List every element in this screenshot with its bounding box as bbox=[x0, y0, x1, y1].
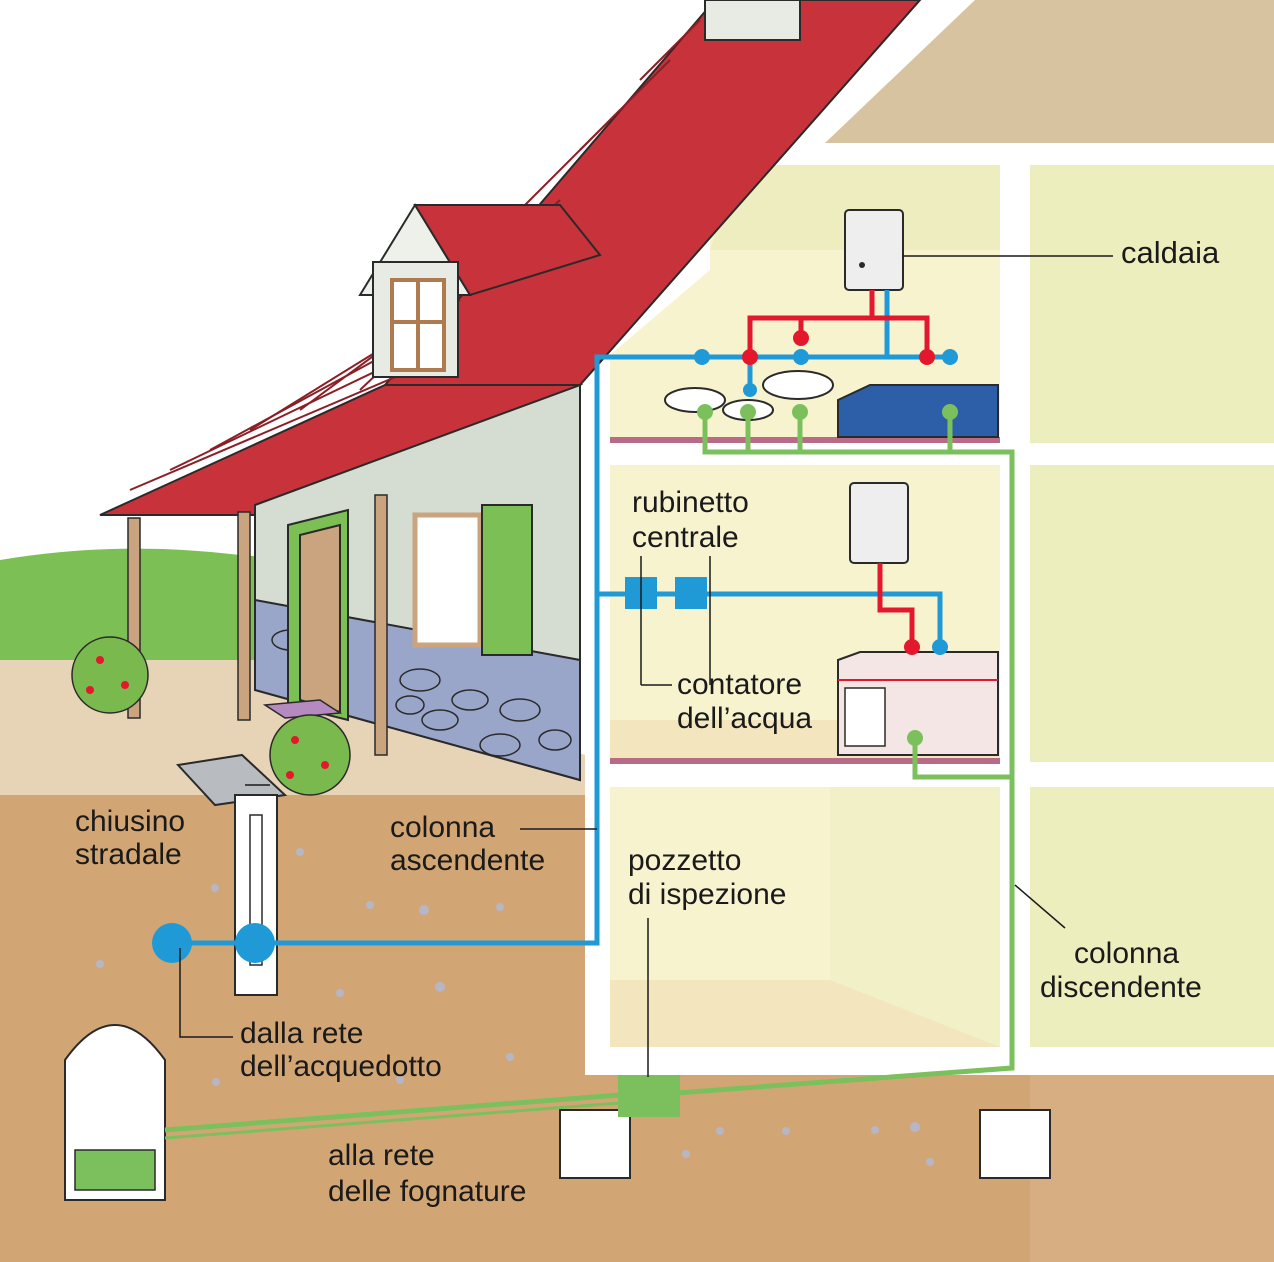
labels: caldaia rubinetto centrale contatore del… bbox=[75, 235, 1220, 1208]
label-chiusino-line1: chiusino bbox=[75, 805, 185, 838]
waste-water-pipes bbox=[164, 412, 1015, 1140]
label-colonna-ascendente-line1: colonna bbox=[390, 811, 495, 844]
label-caldaia: caldaia bbox=[1121, 235, 1220, 270]
front-facade bbox=[127, 383, 581, 782]
label-rubinetto-line1: rubinetto bbox=[632, 486, 749, 519]
roof bbox=[99, 0, 922, 516]
bushes bbox=[71, 636, 351, 796]
leader-lines bbox=[179, 255, 1113, 1077]
house-cutaway bbox=[559, 0, 1274, 1179]
waste-water-nodes bbox=[618, 404, 958, 1117]
label-contatore-line1: contatore bbox=[677, 668, 802, 701]
kitchen-counter bbox=[837, 651, 999, 756]
label-pozzetto-line1: pozzetto bbox=[628, 844, 741, 877]
label-colonna-discendente-line2: discendente bbox=[1040, 971, 1202, 1004]
hot-water-nodes bbox=[742, 330, 935, 655]
label-fognature-line2: delle fognature bbox=[328, 1175, 527, 1208]
ground-section bbox=[0, 795, 1274, 1262]
label-colonna-discendente-line1: colonna bbox=[1074, 937, 1179, 970]
cold-water-nodes bbox=[152, 349, 958, 963]
inspection-well bbox=[618, 1075, 680, 1117]
label-contatore-line2: dell’acqua bbox=[677, 702, 812, 735]
label-fognature-line1: alla rete bbox=[328, 1139, 435, 1172]
label-acquedotto-line2: dell’acquedotto bbox=[240, 1050, 442, 1083]
bathroom-fixtures bbox=[664, 370, 999, 438]
label-rubinetto-line2: centrale bbox=[632, 521, 739, 554]
label-pozzetto-line2: di ispezione bbox=[628, 878, 786, 911]
sewer-tank bbox=[64, 1024, 166, 1201]
label-acquedotto-line1: dalla rete bbox=[240, 1017, 363, 1050]
boiler-upper bbox=[844, 209, 904, 291]
label-chiusino-line2: stradale bbox=[75, 838, 182, 871]
hot-water-pipes bbox=[747, 290, 930, 645]
label-colonna-ascendente-line2: ascendente bbox=[390, 844, 545, 877]
boiler-lower bbox=[849, 482, 909, 564]
